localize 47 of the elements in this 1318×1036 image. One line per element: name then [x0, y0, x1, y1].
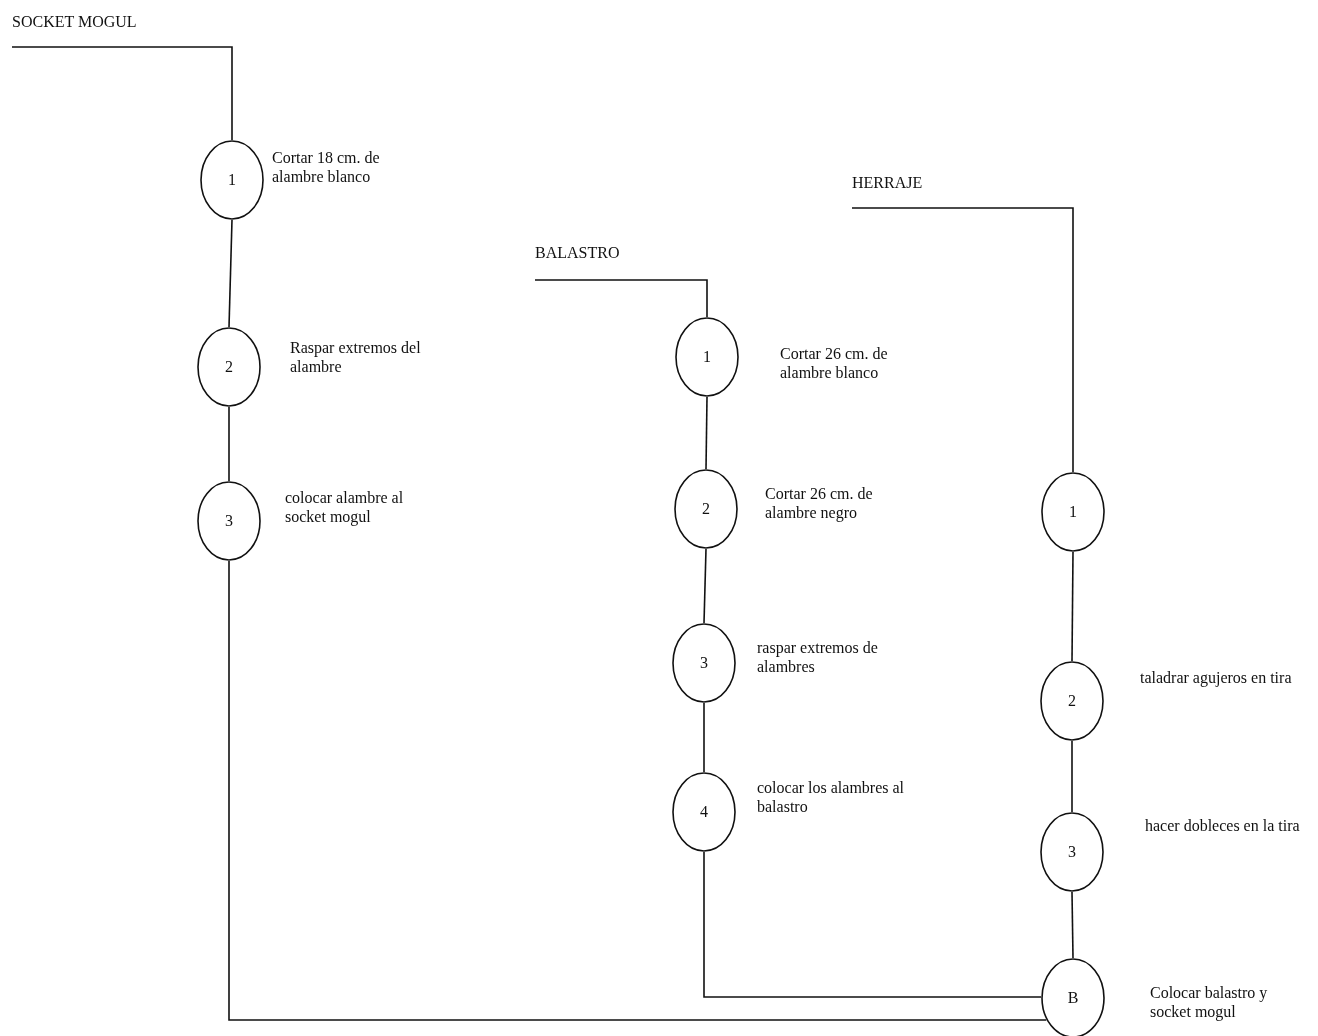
section-heading: BALASTRO	[535, 243, 707, 280]
connector-line	[703, 548, 707, 624]
connector-line	[705, 396, 708, 470]
step-number: 3	[224, 511, 234, 531]
connector-line	[1071, 891, 1074, 959]
connector-line	[1071, 551, 1074, 662]
connector-line	[228, 219, 233, 328]
step-number: 3	[699, 653, 709, 673]
operation-circle	[197, 481, 261, 561]
step-description: colocar los alambres al balastro	[757, 778, 906, 816]
step-description: taladrar agujeros en tira	[1140, 668, 1293, 687]
step-description: colocar alambre al socket mogul	[285, 488, 405, 526]
step-number: 2	[1067, 691, 1077, 711]
step-number: 1	[702, 347, 712, 367]
step-description: Cortar 26 cm. de alambre blanco	[780, 344, 889, 382]
step-number: 2	[224, 357, 234, 377]
connector-line	[11, 46, 233, 141]
section-heading: SOCKET MOGUL	[12, 12, 232, 47]
connector-line	[534, 279, 708, 318]
step-number: 4	[699, 802, 709, 822]
operation-circle	[672, 772, 736, 852]
step-description: Cortar 18 cm. de alambre blanco	[272, 148, 381, 186]
step-number: 1	[1068, 502, 1078, 522]
operation-circle	[1040, 661, 1104, 741]
connector-line	[703, 851, 1042, 998]
operation-circle	[675, 317, 739, 397]
operation-circle	[1040, 812, 1104, 892]
step-description: hacer dobleces en la tira	[1145, 816, 1301, 835]
step-description: raspar extremos de alambres	[757, 638, 879, 676]
operation-circle	[1041, 472, 1105, 552]
operation-circle	[672, 623, 736, 703]
connector-line	[228, 406, 230, 482]
connector-line	[1071, 740, 1073, 813]
operation-circle	[197, 327, 261, 407]
step-number: B	[1066, 988, 1080, 1008]
step-description: Colocar balastro y socket mogul	[1150, 983, 1269, 1021]
operation-circle	[200, 140, 264, 220]
step-description: Cortar 26 cm. de alambre negro	[765, 484, 874, 522]
step-number: 3	[1067, 842, 1077, 862]
connector-line	[851, 207, 1074, 473]
step-number: 1	[227, 170, 237, 190]
connector-line	[228, 560, 1048, 1021]
connector-line	[703, 702, 705, 773]
step-description: Raspar extremos del alambre	[290, 338, 422, 376]
step-number: 2	[701, 499, 711, 519]
operation-circle	[674, 469, 738, 549]
section-heading: HERRAJE	[852, 173, 1076, 208]
